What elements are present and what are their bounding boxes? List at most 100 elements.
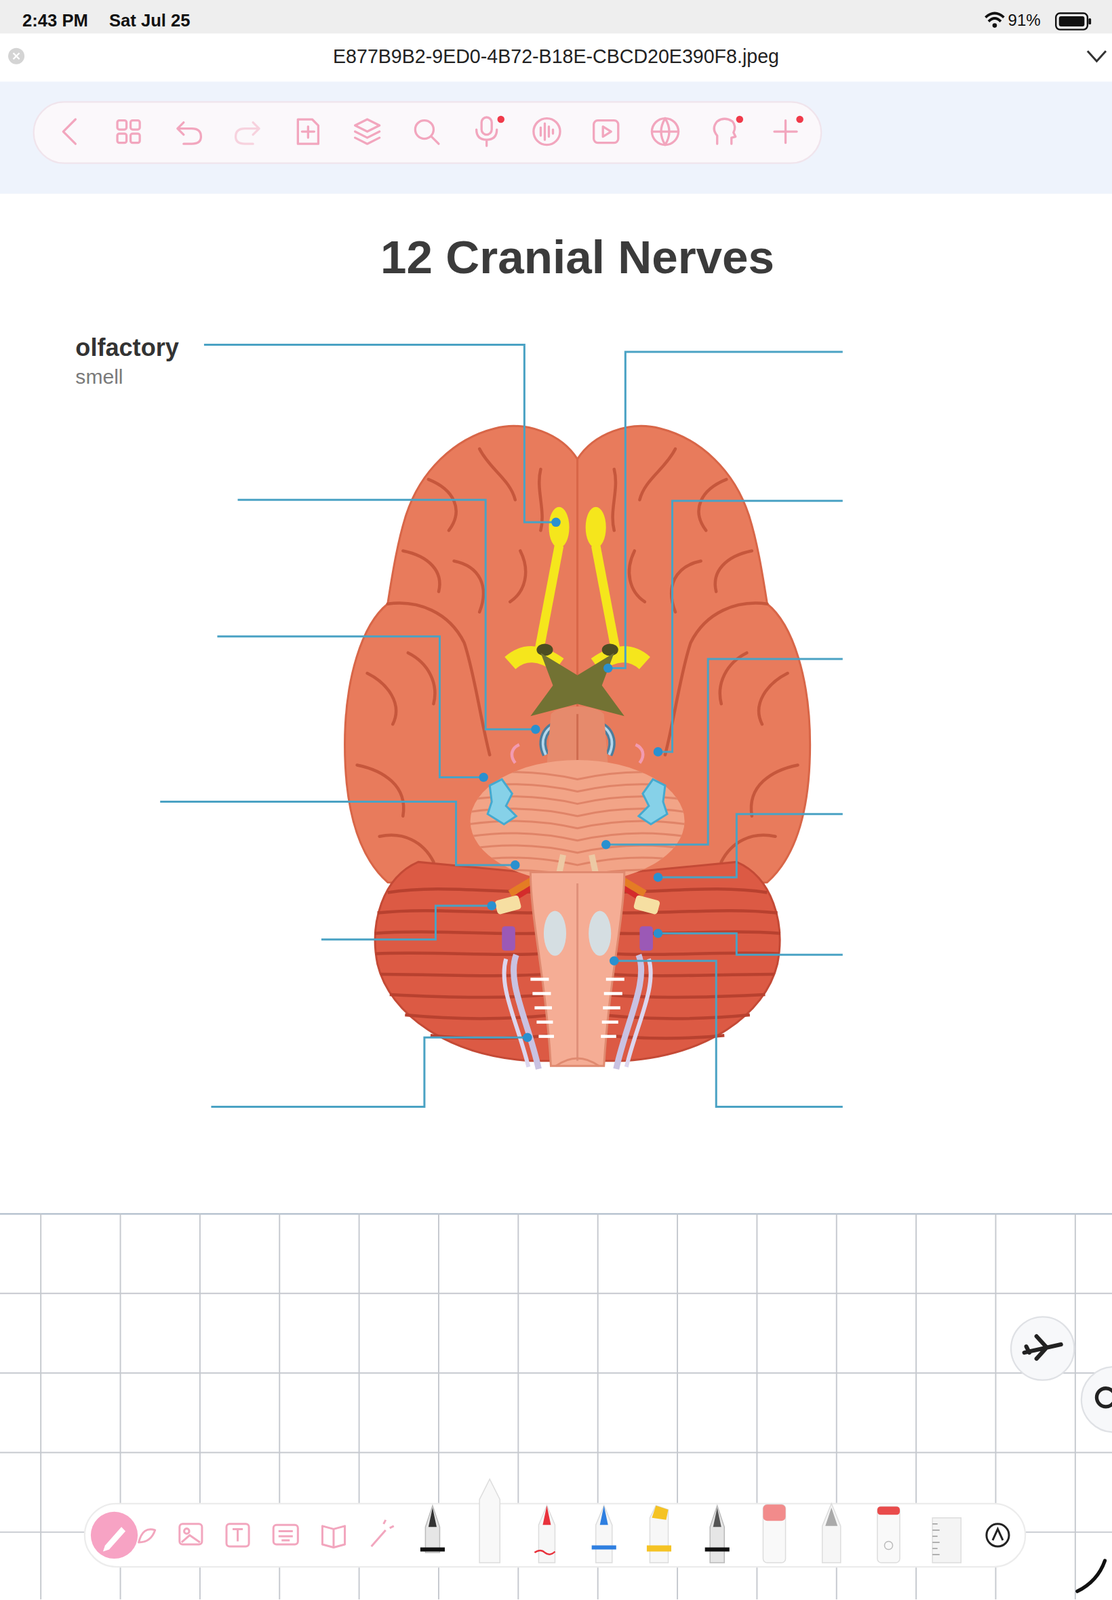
leader-dot [653, 872, 664, 883]
toolbar-icon [179, 128, 202, 145]
pen-toolbar [649, 1505, 668, 1563]
tab-bar [8, 48, 25, 65]
floating-button [1096, 1388, 1112, 1407]
pen-toolbar [479, 1479, 500, 1563]
leader-line [160, 345, 843, 1108]
grid-paper [0, 1372, 1112, 1374]
pen-toolbar [877, 1506, 900, 1515]
toolbar-icon [130, 120, 141, 131]
pen-toolbar [591, 1545, 617, 1550]
file-name: E877B9B2-9ED0-4B72-B18E-CBCD20E390F8.jpe… [0, 46, 1112, 69]
medulla [602, 1006, 621, 1010]
floating-button [1024, 1336, 1062, 1359]
pen-toolbar [932, 1524, 940, 1555]
medulla [530, 977, 549, 982]
pons [469, 845, 686, 853]
pen-toolbar [226, 1524, 249, 1547]
leader-dot [609, 956, 620, 967]
leader-dot [653, 928, 664, 939]
toolbar-icon [481, 117, 492, 135]
battery-level: 91% [1008, 11, 1041, 31]
grid-paper [0, 1293, 1112, 1295]
grid-paper [0, 1213, 1112, 1600]
status-time: 2:43 PM [22, 11, 89, 32]
gyrus-line [479, 448, 516, 500]
grid-paper [0, 1452, 1112, 1454]
medulla [530, 979, 624, 1037]
trochlear-nerve [511, 744, 520, 763]
gyrus-line [357, 764, 405, 816]
pen-toolbar [705, 1547, 730, 1552]
medulla [538, 1034, 554, 1039]
toolbar-icon [235, 122, 260, 145]
pen-toolbar [651, 1505, 668, 1521]
optic-stump [536, 643, 553, 656]
medulla [534, 1006, 552, 1010]
status-date: Sat Jul 25 [109, 11, 190, 32]
status-bar [1059, 16, 1085, 27]
toolbar-icon [602, 126, 611, 137]
pen-toolbar [646, 1545, 672, 1552]
leader-line [160, 802, 516, 866]
optic-chiasm [530, 652, 624, 717]
medulla [600, 1034, 617, 1039]
pen-toolbar [534, 1550, 555, 1555]
medulla [532, 991, 551, 996]
tab-bar [0, 33, 1112, 83]
gyrus-line [402, 550, 440, 592]
pen-toolbar [139, 1529, 156, 1543]
toolbar-area [0, 81, 1112, 194]
pen-toolbar [84, 1479, 1026, 1567]
pen-toolbar [179, 1524, 203, 1545]
pen-toolbar [992, 1529, 1003, 1541]
gyrus-line [428, 479, 457, 531]
leader-line [606, 659, 843, 845]
notification-dot [736, 115, 744, 124]
toolbar-area [0, 81, 1112, 194]
toolbar-icon [355, 137, 380, 144]
leader-line [657, 501, 843, 752]
medulla [530, 871, 624, 1066]
pen-toolbar [986, 1524, 1009, 1547]
leader-line [321, 905, 492, 940]
status-bar [1055, 13, 1088, 30]
medulla [530, 871, 624, 1066]
pen-toolbar [278, 1531, 293, 1541]
pen-toolbar [709, 1505, 725, 1563]
gyrus-line [379, 835, 434, 863]
pen-toolbar [596, 1505, 613, 1563]
tab-bar [0, 33, 1112, 83]
medulla [556, 1058, 599, 1066]
grid-paper [1074, 1213, 1077, 1600]
status-bar [992, 23, 998, 28]
toolbar-icon [651, 118, 679, 146]
pen-toolbar [762, 1504, 786, 1521]
pen-toolbar [825, 1507, 838, 1527]
pen-toolbar [103, 1526, 126, 1552]
medulla [602, 1020, 619, 1024]
floating-button [1010, 1316, 1075, 1380]
toolbar-icon [476, 129, 498, 146]
page [0, 193, 1112, 1215]
gyrus-line [408, 652, 436, 704]
pen-toolbar [84, 1503, 1026, 1567]
notification-dot [796, 115, 804, 124]
olfactory-bulb [548, 507, 569, 548]
leader-dot [603, 663, 613, 674]
pen-toolbar [371, 1520, 394, 1547]
leader-dot [653, 747, 664, 757]
toolbar-icon [252, 122, 260, 135]
pen-toolbar [600, 1505, 609, 1526]
status-bar [985, 13, 1004, 18]
pen-toolbar [932, 1518, 961, 1563]
leader-line [237, 499, 536, 730]
toolbar-icon [130, 133, 141, 144]
pen-toolbar [822, 1503, 841, 1563]
leader-line [608, 351, 843, 668]
pencil-cursor [1077, 1560, 1106, 1592]
gyrus-line [509, 550, 526, 602]
leader-line [614, 960, 843, 1107]
toolbar-icon [540, 123, 553, 140]
tab-bar [13, 52, 20, 59]
pen-toolbar [322, 1526, 345, 1548]
